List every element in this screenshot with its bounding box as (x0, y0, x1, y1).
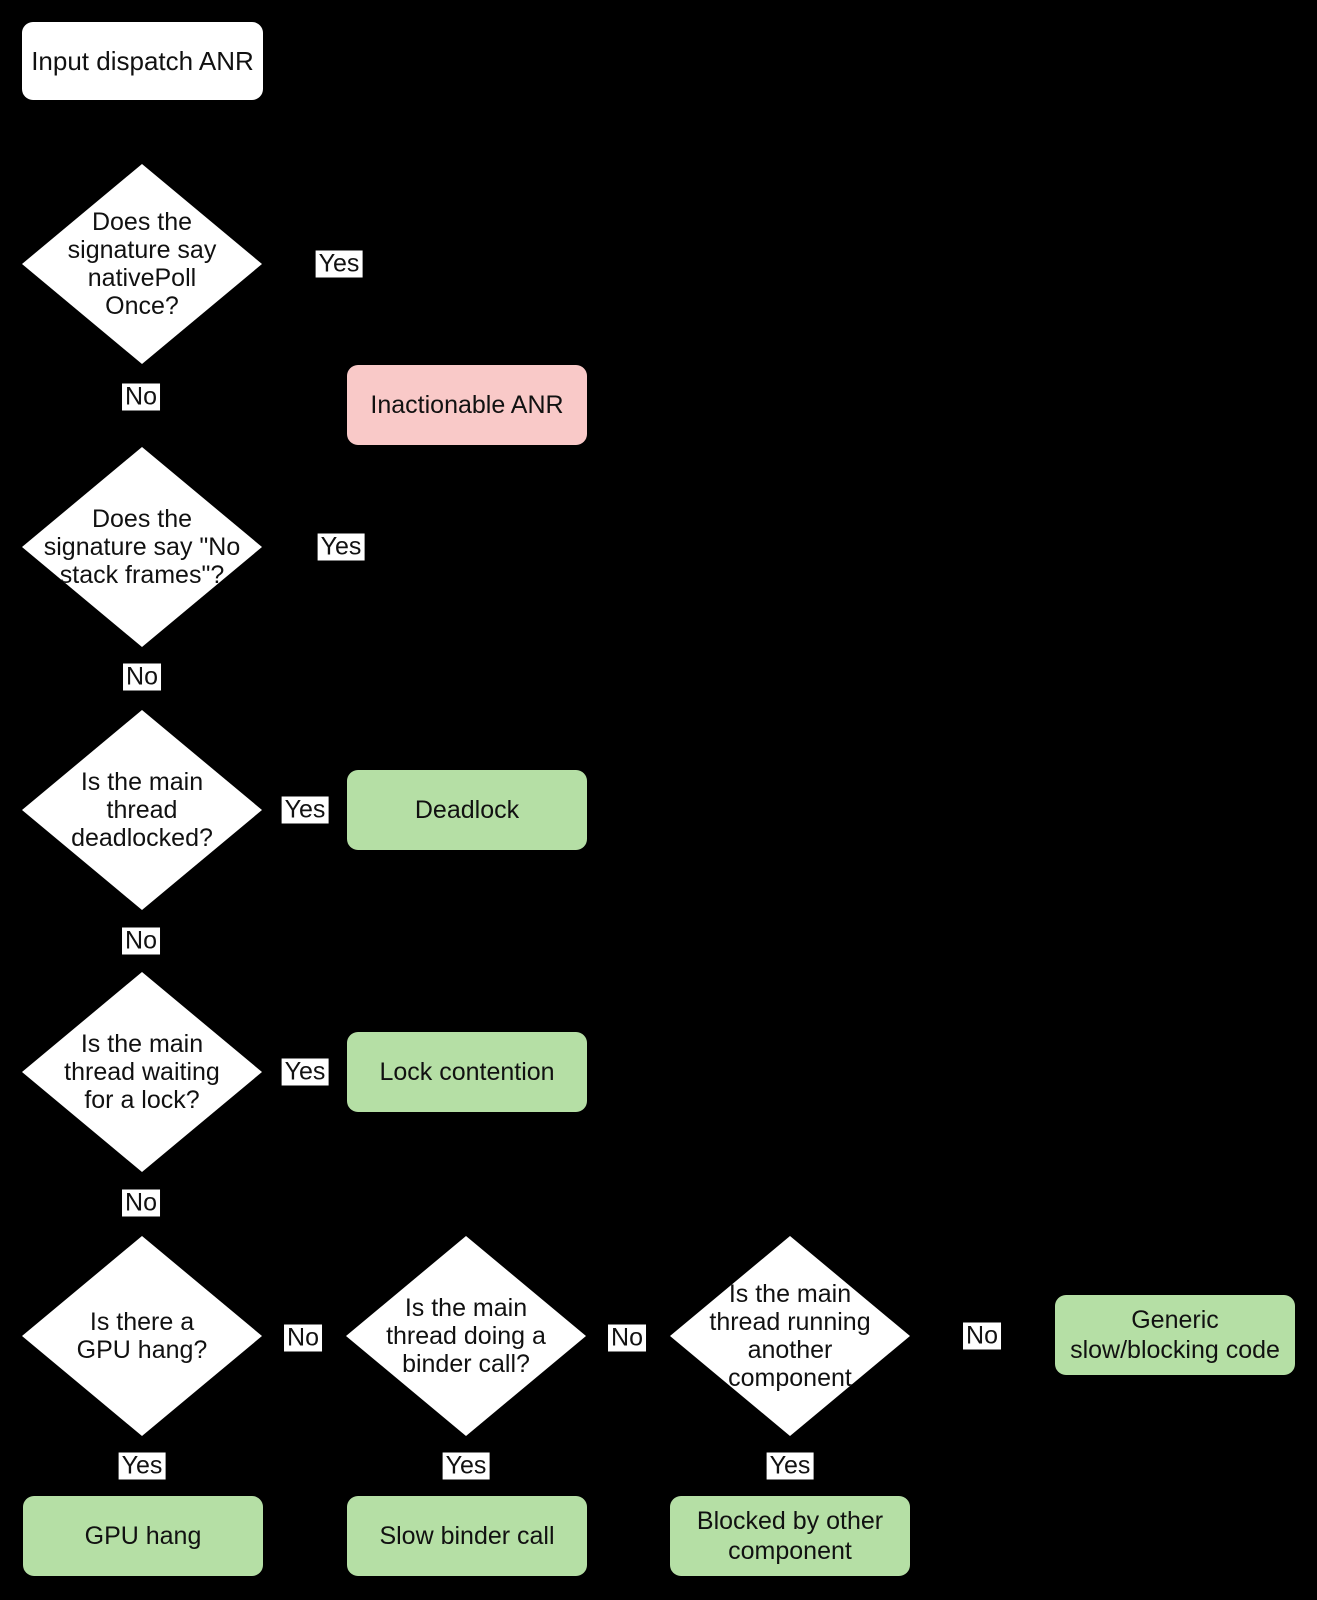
decision-main-thread-deadlocked: Is the main thread deadlocked? (22, 710, 262, 910)
edge-label-binder-call-yes: Yes (442, 1452, 490, 1480)
decision-gpu-hang-text: Is there a GPU hang? (76, 1308, 208, 1364)
result-gpu-hang-label: GPU hang (84, 1522, 202, 1550)
edge-label-nativepollonce-no: No (122, 383, 160, 411)
decision-binder-call: Is the main thread doing a binder call? (346, 1236, 586, 1436)
result-lock-contention: Lock contention (347, 1032, 587, 1112)
decision-waiting-for-lock: Is the main thread waiting for a lock? (22, 972, 262, 1172)
decision-no-stack-frames-text: Does the signature say "No stack frames"… (43, 505, 241, 589)
result-gpu-hang: GPU hang (23, 1496, 263, 1576)
edge-label-waiting-lock-no: No (122, 1189, 160, 1217)
decision-running-another-component-text: Is the main thread running another compo… (709, 1280, 871, 1392)
edge-label-deadlocked-no: No (122, 927, 160, 955)
edge-label-gpu-hang-no: No (284, 1324, 322, 1352)
edge-label-deadlocked-yes: Yes (281, 796, 329, 824)
edge-label-other-component-no: No (963, 1322, 1001, 1350)
edge-label-waiting-lock-yes: Yes (281, 1058, 329, 1086)
edge-label-binder-call-no: No (608, 1324, 646, 1352)
decision-waiting-for-lock-text: Is the main thread waiting for a lock? (64, 1030, 220, 1114)
edge-label-other-component-yes: Yes (766, 1452, 814, 1480)
result-deadlock: Deadlock (347, 770, 587, 850)
edge-label-no-stack-frames-yes: Yes (317, 533, 365, 561)
decision-nativepollonce-text: Does the signature say nativePoll Once? (67, 208, 217, 320)
decision-no-stack-frames: Does the signature say "No stack frames"… (22, 447, 262, 647)
edge-label-no-stack-frames-no: No (123, 663, 161, 691)
decision-main-thread-deadlocked-text: Is the main thread deadlocked? (71, 768, 213, 852)
edge-label-gpu-hang-yes: Yes (118, 1452, 166, 1480)
result-blocked-by-other-component: Blocked by other component (670, 1496, 910, 1576)
start-node-label: Input dispatch ANR (31, 46, 254, 76)
result-generic-slow-blocking-code-label: Generic slow/blocking code (1070, 1306, 1280, 1364)
edge-label-nativepollonce-yes: Yes (315, 250, 363, 278)
result-slow-binder-call-label: Slow binder call (379, 1522, 555, 1550)
result-slow-binder-call: Slow binder call (347, 1496, 587, 1576)
decision-gpu-hang: Is there a GPU hang? (22, 1236, 262, 1436)
decision-running-another-component: Is the main thread running another compo… (670, 1236, 910, 1436)
result-deadlock-label: Deadlock (414, 796, 520, 824)
result-inactionable-anr-label: Inactionable ANR (370, 391, 564, 419)
result-lock-contention-label: Lock contention (379, 1058, 555, 1086)
result-generic-slow-blocking-code: Generic slow/blocking code (1055, 1295, 1295, 1375)
result-inactionable-anr: Inactionable ANR (347, 365, 587, 445)
start-node-input-dispatch-anr: Input dispatch ANR (22, 22, 263, 100)
decision-nativepollonce: Does the signature say nativePoll Once? (22, 164, 262, 364)
decision-binder-call-text: Is the main thread doing a binder call? (386, 1294, 546, 1378)
result-blocked-by-other-component-label: Blocked by other component (696, 1507, 884, 1565)
